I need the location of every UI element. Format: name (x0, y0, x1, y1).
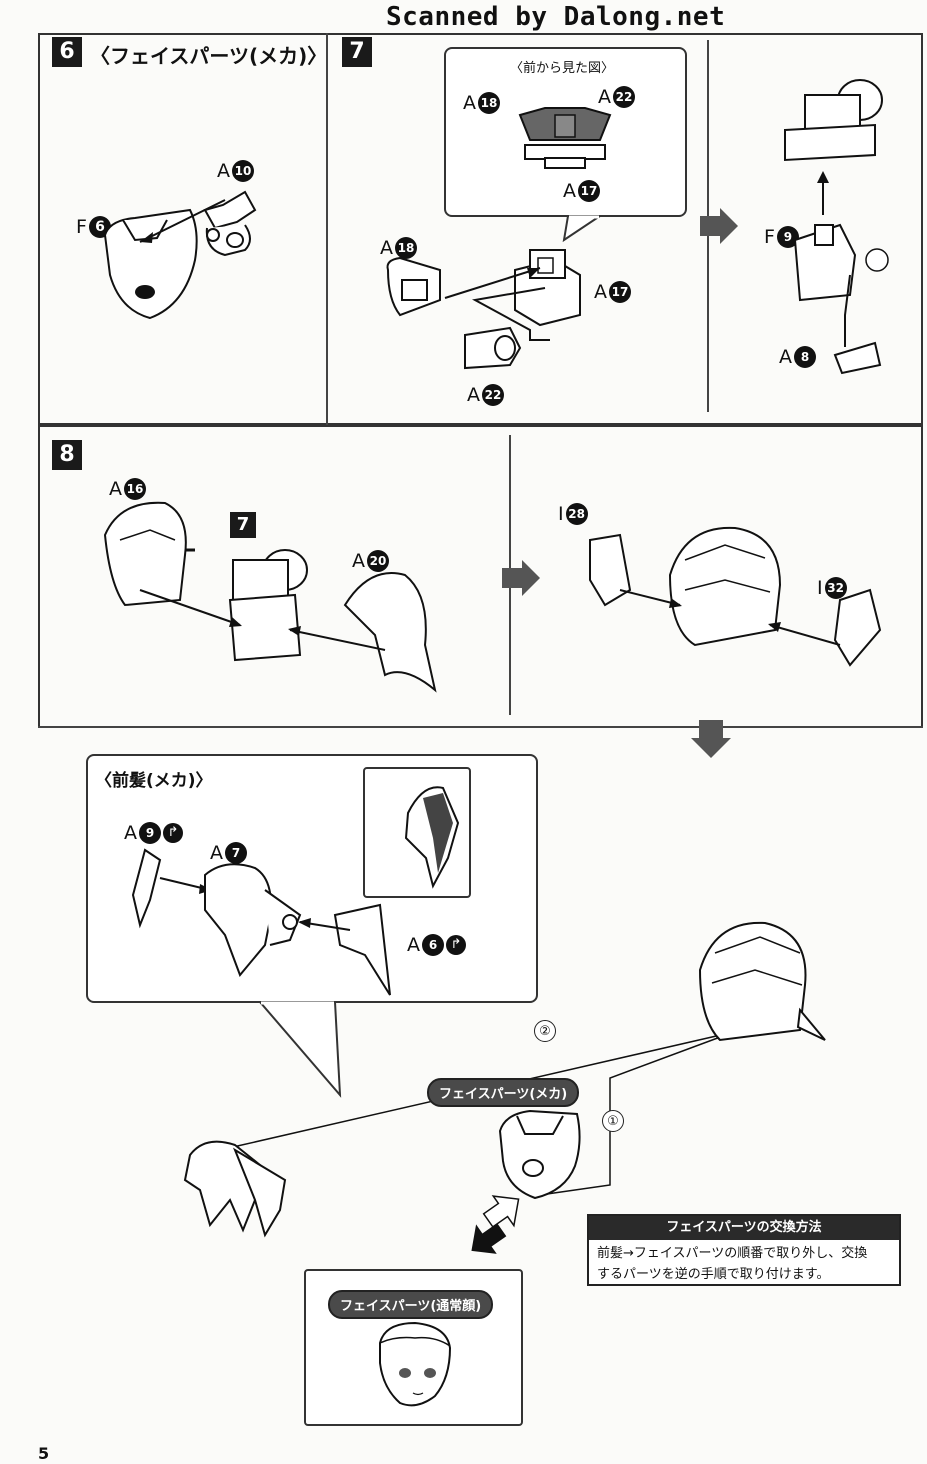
face-part-mecha-label: フェイスパーツ(メカ) (427, 1078, 580, 1107)
divider-6-7 (326, 33, 328, 425)
nub-cut-icon: ↱ (163, 823, 183, 843)
completed-head-drawing (698, 921, 826, 1042)
info-line-1: 前髪→フェイスパーツの順番で取り外し、交換 (597, 1246, 868, 1261)
step-order-2: ② (534, 1020, 556, 1042)
front-view-drawing (518, 107, 612, 169)
page-number: 5 (38, 1444, 50, 1463)
swap-arrows (471, 1195, 520, 1254)
step-6-number: 6 (52, 37, 82, 67)
callout-pointer (562, 215, 604, 243)
info-body: 前髪→フェイスパーツの順番で取り外し、交換 するパーツを逆の手順で取り付けます。 (589, 1240, 899, 1288)
nub-cut-icon: ↱ (446, 935, 466, 955)
front-view-title: 〈前から見た図〉 (510, 61, 615, 76)
step-order-1: ① (602, 1110, 624, 1132)
info-line-2: するパーツを逆の手順で取り付けます。 (597, 1267, 830, 1282)
bangs-detail-drawing (404, 786, 460, 889)
top-steps-frame (38, 33, 923, 425)
section-divider (38, 726, 923, 728)
step-7-number: 7 (342, 37, 372, 67)
step-8-flow-arrow (502, 560, 540, 596)
step-7-result-drawing (784, 79, 889, 375)
face-part-normal-drawing (379, 1321, 452, 1407)
bangs-callout-pointer (257, 1001, 342, 1098)
face-part-exchange-info: フェイスパーツの交換方法 前髪→フェイスパーツの順番で取り外し、交換 するパーツ… (587, 1214, 901, 1286)
down-flow-arrow (691, 720, 731, 758)
step-7-assembly-drawing (386, 249, 581, 370)
watermark: Scanned by Dalong.net (386, 2, 726, 32)
step-8-result-drawing (589, 526, 882, 667)
step-8-number: 8 (52, 440, 82, 470)
bangs-title: 〈前髪(メカ)〉 (95, 771, 213, 791)
face-part-mecha-drawing (498, 1109, 581, 1200)
bangs-removed-drawing (183, 1140, 287, 1238)
step-6-face-part-drawing (103, 190, 257, 320)
step-7-flow-arrow (700, 208, 738, 244)
step-8-inset-step-7: 7 (230, 512, 256, 538)
info-heading: フェイスパーツの交換方法 (589, 1216, 899, 1240)
step-6-title: 〈フェイスパーツ(メカ)〉 (90, 44, 328, 68)
bangs-assembly-drawing (131, 848, 391, 996)
step-8-frame (38, 425, 923, 727)
step-8-head-assembly-drawing (103, 501, 437, 693)
face-part-normal-label: フェイスパーツ(通常顔) (328, 1290, 494, 1319)
